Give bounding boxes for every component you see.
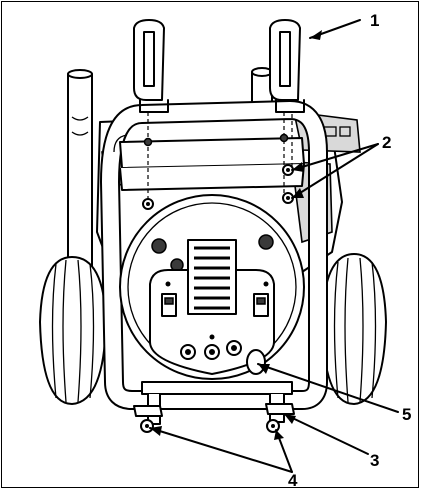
right-wheel <box>321 253 387 405</box>
callout-1: 1 <box>370 11 379 30</box>
left-wheel <box>39 256 107 405</box>
leader-lines <box>149 19 399 473</box>
main-frame <box>100 100 328 410</box>
feet-brackets <box>133 381 295 433</box>
crossbar-plate <box>119 137 305 191</box>
control-panel <box>149 239 275 375</box>
callout-3: 3 <box>370 451 379 470</box>
left-rear-tube <box>67 69 93 285</box>
handle-right <box>269 19 305 113</box>
callout-5: 5 <box>402 405 411 424</box>
callout-4: 4 <box>288 471 298 490</box>
handle-left <box>133 19 169 113</box>
lower-fitting <box>226 340 266 375</box>
callout-2: 2 <box>382 133 391 152</box>
handle-bolts <box>142 112 294 210</box>
